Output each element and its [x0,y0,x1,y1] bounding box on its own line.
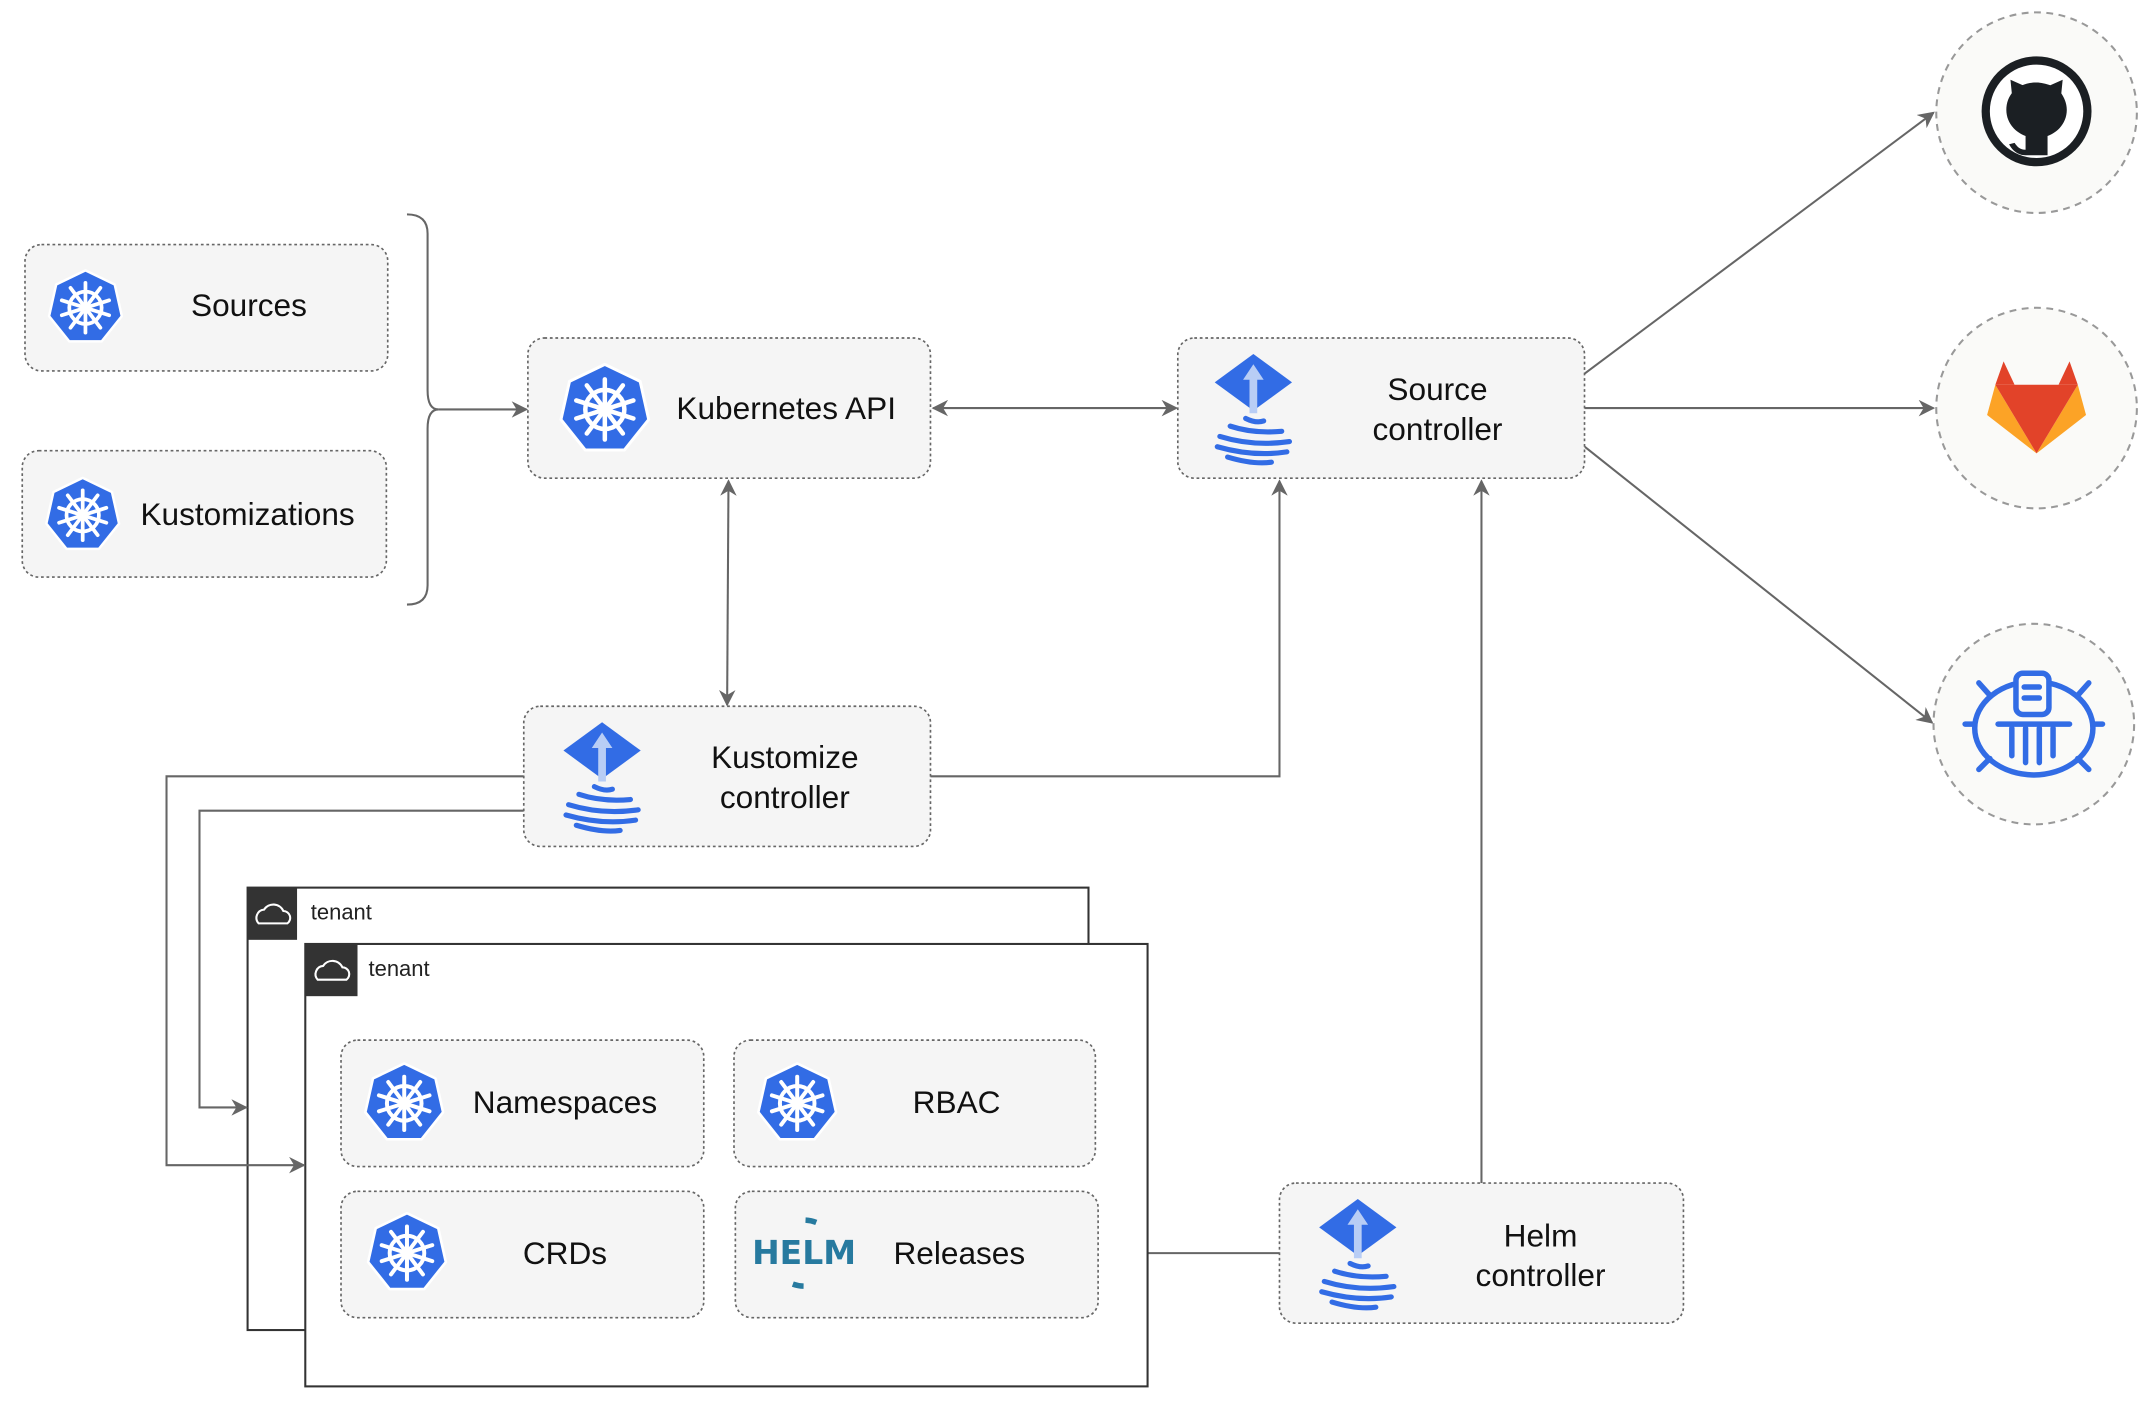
bucket-icon [1962,670,2106,778]
node-label-line2: controller [1373,411,1503,447]
node-kustomize-controller[interactable]: Kustomize controller [522,705,932,848]
node-label-line1: Source [1387,371,1487,407]
tenant-label: tenant [311,900,372,925]
node-namespaces[interactable]: Namespaces [340,1039,705,1168]
node-label-line1: Kustomize [711,739,858,775]
node-label: Sources [191,287,307,323]
helm-icon: HELM [752,1217,856,1289]
external-bucket[interactable] [1932,622,2136,826]
node-label-line2: controller [1476,1257,1606,1293]
edge-kustomize-to-tenant-back [198,809,524,1116]
svg-text:HELM: HELM [752,1233,856,1272]
node-kustomizations[interactable]: Kustomizations [21,449,388,578]
grouping-brace [406,213,439,606]
external-github[interactable] [1935,11,2138,215]
cloud-icon [314,959,351,981]
cloud-icon [255,903,292,925]
external-gitlab[interactable] [1935,306,2138,510]
node-label: RBAC [913,1084,1001,1120]
node-source-controller[interactable]: Source controller [1176,337,1586,479]
node-label-line2: controller [720,779,850,815]
node-kubernetes-api[interactable]: Kubernetes API [527,337,932,479]
node-sources[interactable]: Sources [24,243,389,372]
node-label: Kubernetes API [676,390,896,426]
edge-source-to-bucket [1583,445,1934,724]
gitlab-icon [1987,361,2087,454]
edge-source-to-github [1583,111,1935,375]
node-crds[interactable]: CRDs [340,1190,705,1319]
tenant-label: tenant [369,956,430,981]
node-label: Releases [893,1235,1025,1271]
node-label: Namespaces [473,1084,657,1120]
node-label-line1: Helm [1504,1217,1578,1253]
node-releases[interactable]: HELM Releases [734,1190,1099,1319]
github-icon [1981,56,2092,167]
node-helm-controller[interactable]: Helm controller [1278,1182,1685,1325]
node-rbac[interactable]: RBAC [733,1039,1097,1168]
node-label: Kustomizations [140,496,354,532]
edge-kustomize-to-tenant-front [165,775,524,1174]
edge-kustomize-to-source [930,479,1288,778]
edge-api-kustomize-controller [718,479,737,707]
node-label: CRDs [523,1235,607,1271]
